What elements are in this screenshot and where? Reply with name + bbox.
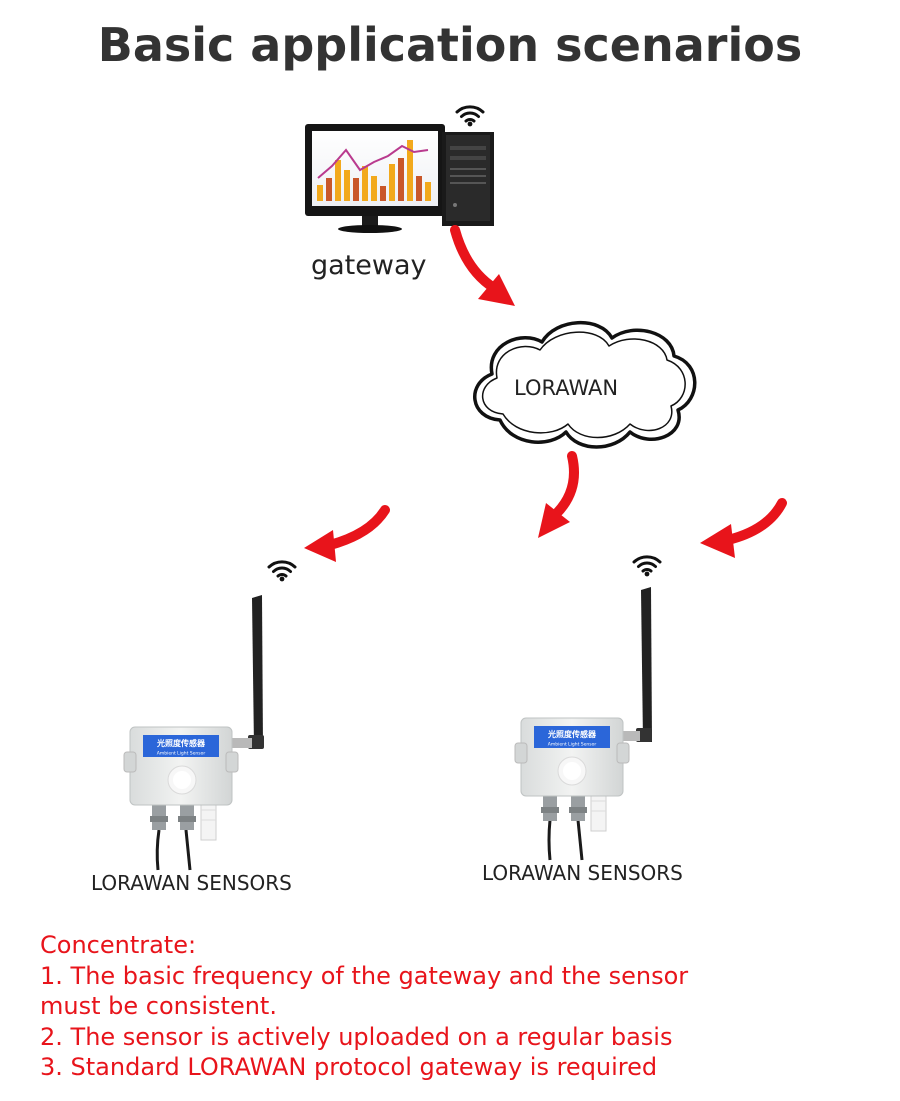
sensor-1-label: LORAWAN SENSORS: [91, 871, 292, 895]
cloud-label: LORAWAN: [514, 376, 619, 400]
arrow-cloud-down: [538, 451, 579, 538]
sensor-2-title: 光照度传感器: [547, 729, 597, 739]
wifi-icon: [455, 105, 485, 127]
sensor-2-label: LORAWAN SENSORS: [482, 861, 683, 885]
sensor-1-title: 光照度传感器: [156, 738, 206, 748]
note-line: 2. The sensor is actively uploaded on a …: [40, 1022, 673, 1051]
sensor-1-subtitle: Ambient Light Sensor: [157, 751, 206, 757]
sensor-2-subtitle: Ambient Light Sensor: [548, 742, 597, 748]
arrow-cloud-to-sensor-right: [700, 498, 787, 558]
notes-block: Concentrate: 1. The basic frequency of t…: [40, 930, 880, 1083]
wifi-icon: [267, 560, 297, 582]
page-title: Basic application scenarios: [97, 18, 803, 72]
lorawan-cloud-icon: [473, 321, 697, 449]
lorawan-sensor-device-1: 光照度传感器 Ambient Light Sensor: [123, 595, 264, 871]
wifi-icon: [632, 555, 662, 577]
note-line: 1. The basic frequency of the gateway an…: [40, 961, 689, 990]
gateway-label: gateway: [311, 250, 427, 281]
notes-heading: Concentrate:: [40, 931, 197, 959]
arrow-gateway-to-cloud: [450, 225, 515, 306]
note-line: must be consistent.: [40, 992, 277, 1020]
arrow-cloud-to-sensor-left: [304, 505, 390, 562]
gateway-computer-icon: [305, 124, 494, 233]
note-line: 3. Standard LORAWAN protocol gateway is …: [40, 1053, 658, 1081]
lorawan-sensor-device-2: 光照度传感器 Ambient Light Sensor: [514, 587, 652, 861]
